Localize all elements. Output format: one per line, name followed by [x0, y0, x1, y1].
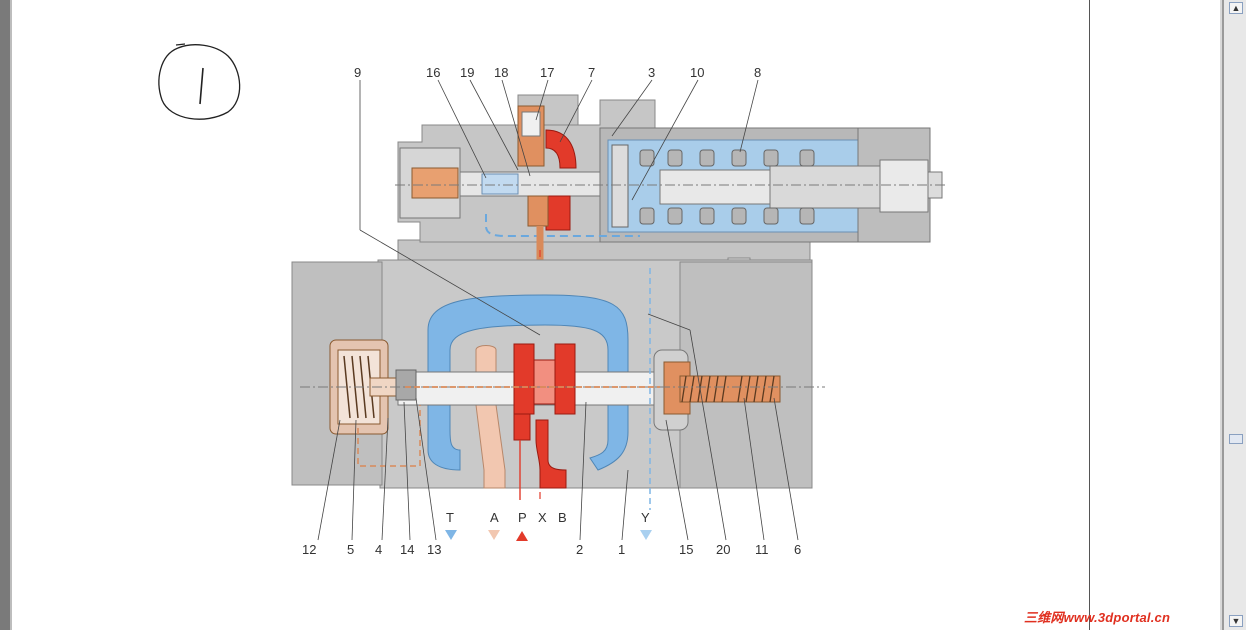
- part-number-17: 17: [540, 65, 554, 80]
- part-number-8: 8: [754, 65, 761, 80]
- port-label-B: B: [558, 510, 567, 525]
- scrollbar-thumb[interactable]: [1229, 434, 1243, 444]
- window-edge-light: [10, 0, 12, 630]
- main-valve-body: [291, 259, 813, 489]
- part-number-4: 4: [375, 542, 382, 557]
- window-edge-dark: [0, 0, 10, 630]
- part-number-6: 6: [794, 542, 801, 557]
- port-labels: T A P X B Y: [445, 510, 652, 541]
- part-number-10: 10: [690, 65, 704, 80]
- port-A-marker-icon: [488, 530, 500, 540]
- part-number-2: 2: [576, 542, 583, 557]
- handwritten-circle-mark: [158, 43, 241, 120]
- part-number-13: 13: [427, 542, 441, 557]
- port-label-A: A: [490, 510, 499, 525]
- bottom-part-numbers: 12 5 4 14 13 2 1 15 20 11 6: [302, 542, 801, 557]
- down-arrow-icon[interactable]: ▼: [1229, 615, 1243, 627]
- top-part-numbers: 9 16 19 18 17 7 3 10 8: [354, 65, 761, 80]
- port-label-X: X: [538, 510, 547, 525]
- pilot-valve-body: [397, 94, 943, 261]
- port-label-Y: Y: [641, 510, 650, 525]
- part-number-18: 18: [494, 65, 508, 80]
- watermark-text: 三维网www.3dportal.cn: [1024, 610, 1171, 625]
- leader-lines: [317, 79, 799, 541]
- vertical-scrollbar[interactable]: ▲ ▼: [1222, 0, 1246, 630]
- part-number-5: 5: [347, 542, 354, 557]
- part-number-16: 16: [426, 65, 440, 80]
- part-number-1: 1: [618, 542, 625, 557]
- port-T-marker-icon: [445, 530, 457, 540]
- part-number-9: 9: [354, 65, 361, 80]
- port-P-marker-icon: [516, 531, 528, 541]
- part-number-7: 7: [588, 65, 595, 80]
- viewer-left-margin: [12, 0, 91, 630]
- port-label-T: T: [446, 510, 454, 525]
- up-arrow-icon[interactable]: ▲: [1229, 2, 1243, 14]
- part-number-3: 3: [648, 65, 655, 80]
- part-number-14: 14: [400, 542, 414, 557]
- port-label-P: P: [518, 510, 527, 525]
- part-number-12: 12: [302, 542, 316, 557]
- part-number-20: 20: [716, 542, 730, 557]
- port-Y-marker-icon: [640, 530, 652, 540]
- pilot-spring-coils: [639, 149, 815, 225]
- part-number-11: 11: [755, 542, 769, 557]
- part-number-19: 19: [460, 65, 474, 80]
- part-number-15: 15: [679, 542, 693, 557]
- viewer-right-margin: [1090, 0, 1220, 630]
